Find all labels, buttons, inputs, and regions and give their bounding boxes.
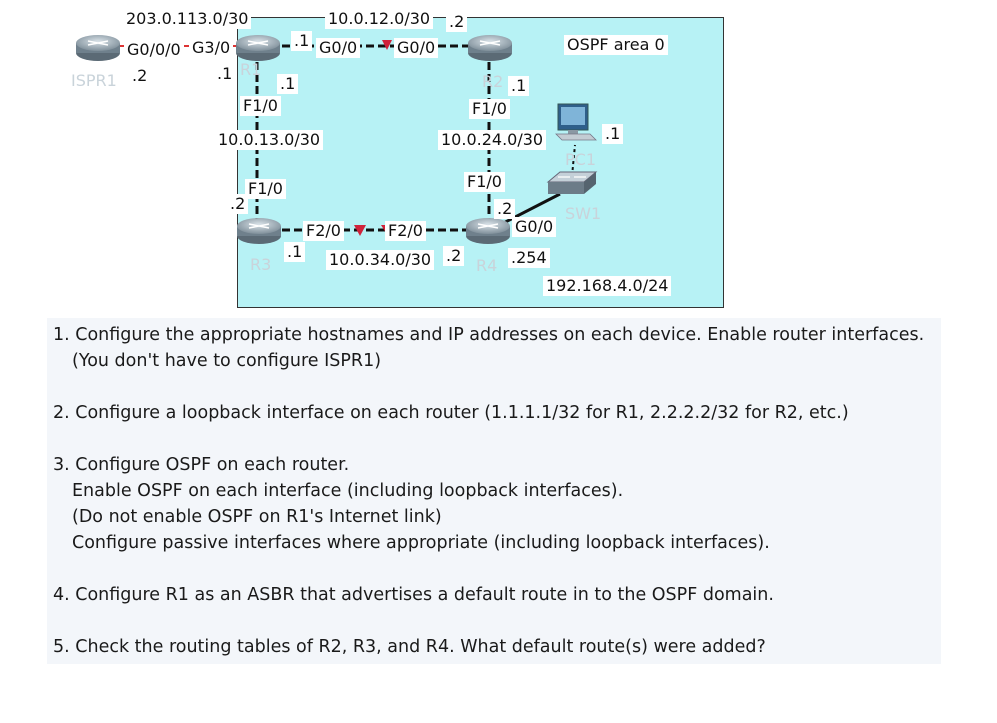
network-label-lan: 192.168.4.0/24 — [543, 276, 672, 296]
link-r3-r4 — [258, 225, 488, 236]
interface-r1-g00: G0/0 — [316, 38, 361, 58]
task-3-line-2: Enable OSPF on each interface (including… — [72, 481, 624, 501]
host-r4-to-r2: .2 — [494, 199, 516, 219]
task-2: 2. Configure a loopback interface on eac… — [53, 403, 849, 423]
device-name-r1: R1 — [240, 60, 262, 79]
interface-r1-g30: G3/0 — [189, 38, 234, 58]
link-switch-pc — [571, 144, 576, 177]
interface-r2-g00: G0/0 — [394, 38, 439, 58]
interface-r1-f10: F1/0 — [240, 96, 281, 116]
task-1: 1. Configure the appropriate hostnames a… — [53, 325, 925, 345]
network-label-r3-r4: 10.0.34.0/30 — [326, 250, 435, 270]
interface-r3-f10: F1/0 — [245, 179, 286, 199]
host-r4-to-r3: .2 — [443, 246, 465, 266]
interface-r2-f10: F1/0 — [469, 99, 510, 119]
router-r3-icon[interactable] — [237, 218, 281, 244]
host-r1-to-r2: .1 — [291, 31, 313, 51]
device-name-ispr1: ISPR1 — [71, 71, 117, 90]
router-ispr1-icon[interactable] — [76, 35, 120, 61]
host-r3-to-r1: .2 — [227, 194, 249, 214]
host-r2-to-r4: .1 — [508, 76, 530, 96]
host-r2-to-r1: .2 — [446, 12, 468, 32]
task-3: 3. Configure OSPF on each router. — [53, 455, 350, 475]
device-name-r3: R3 — [250, 255, 272, 274]
host-ispr1-internet: .2 — [132, 66, 148, 85]
ospf-area-region — [237, 17, 724, 308]
device-name-r2: R2 — [482, 72, 504, 91]
router-r4-icon[interactable] — [466, 218, 510, 244]
task-1-note: (You don't have to configure ISPR1) — [72, 351, 382, 371]
interface-r3-f20: F2/0 — [303, 221, 344, 241]
task-4: 4. Configure R1 as an ASBR that advertis… — [53, 585, 774, 605]
interface-r4-g00: G0/0 — [512, 217, 557, 237]
device-name-pc: PC1 — [565, 150, 596, 169]
device-name-r4: R4 — [476, 256, 498, 275]
task-3-line-3: (Do not enable OSPF on R1's Internet lin… — [72, 507, 442, 527]
interface-r4-f20: F2/0 — [385, 221, 426, 241]
network-label-internet: 203.0.113.0/30 — [123, 9, 252, 29]
interface-ispr1-g000: G0/0/0 — [124, 40, 184, 60]
host-r3-to-r4: .1 — [284, 242, 306, 262]
task-3-line-4: Configure passive interfaces where appro… — [72, 533, 770, 553]
ospf-area-label: OSPF area 0 — [564, 35, 668, 55]
host-pc-lan: .1 — [602, 124, 624, 144]
switch-sw1-icon[interactable] — [546, 171, 598, 194]
host-r1-internet: .1 — [214, 64, 236, 84]
device-name-sw: SW1 — [565, 204, 602, 223]
network-label-r1-r3: 10.0.13.0/30 — [215, 130, 324, 150]
host-r4-lan: .254 — [508, 248, 550, 268]
router-r2-icon[interactable] — [468, 35, 512, 61]
task-5: 5. Check the routing tables of R2, R3, a… — [53, 637, 766, 657]
network-label-r1-r2: 10.0.12.0/30 — [325, 9, 434, 29]
network-label-r2-r4: 10.0.24.0/30 — [438, 130, 547, 150]
interface-r4-f10: F1/0 — [464, 172, 505, 192]
host-r1-to-r3: .1 — [277, 74, 299, 94]
pc-icon[interactable] — [555, 103, 597, 141]
router-r1-icon[interactable] — [236, 35, 280, 61]
tasks-panel — [47, 318, 941, 664]
